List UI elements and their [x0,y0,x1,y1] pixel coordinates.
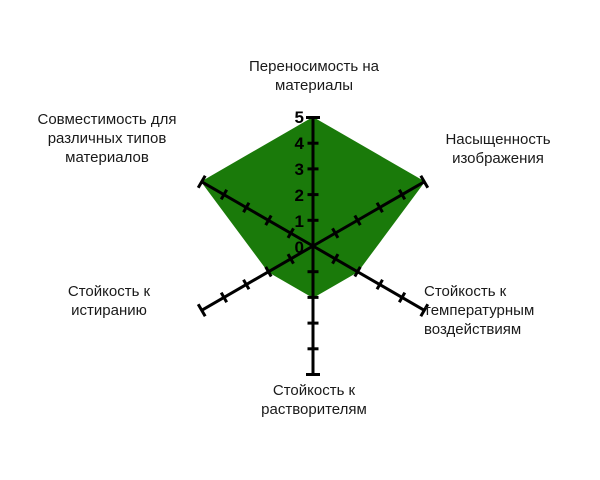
axis-label-lower-right: Стойкость к температурным воздействиям [424,283,535,338]
axis-label-top: Переносимость на материалы [249,58,379,94]
scale-tick-2: 2 [294,186,304,205]
scale-tick-1: 1 [294,212,304,231]
scale-tick-0: 0 [294,238,304,257]
axis-label-lower-left: Стойкость к истиранию [67,283,151,319]
scale-tick-3: 3 [294,160,304,179]
axis-label-upper-left: Совместимость для различных типов матери… [37,111,177,166]
axes-group [196,116,430,376]
axis-label-upper-right: Насыщенность изображения [445,131,551,167]
scale-tick-5: 5 [294,108,304,127]
axis-label-bottom: Стойкость к растворителям [261,382,367,418]
scale-tick-4: 4 [294,134,304,153]
